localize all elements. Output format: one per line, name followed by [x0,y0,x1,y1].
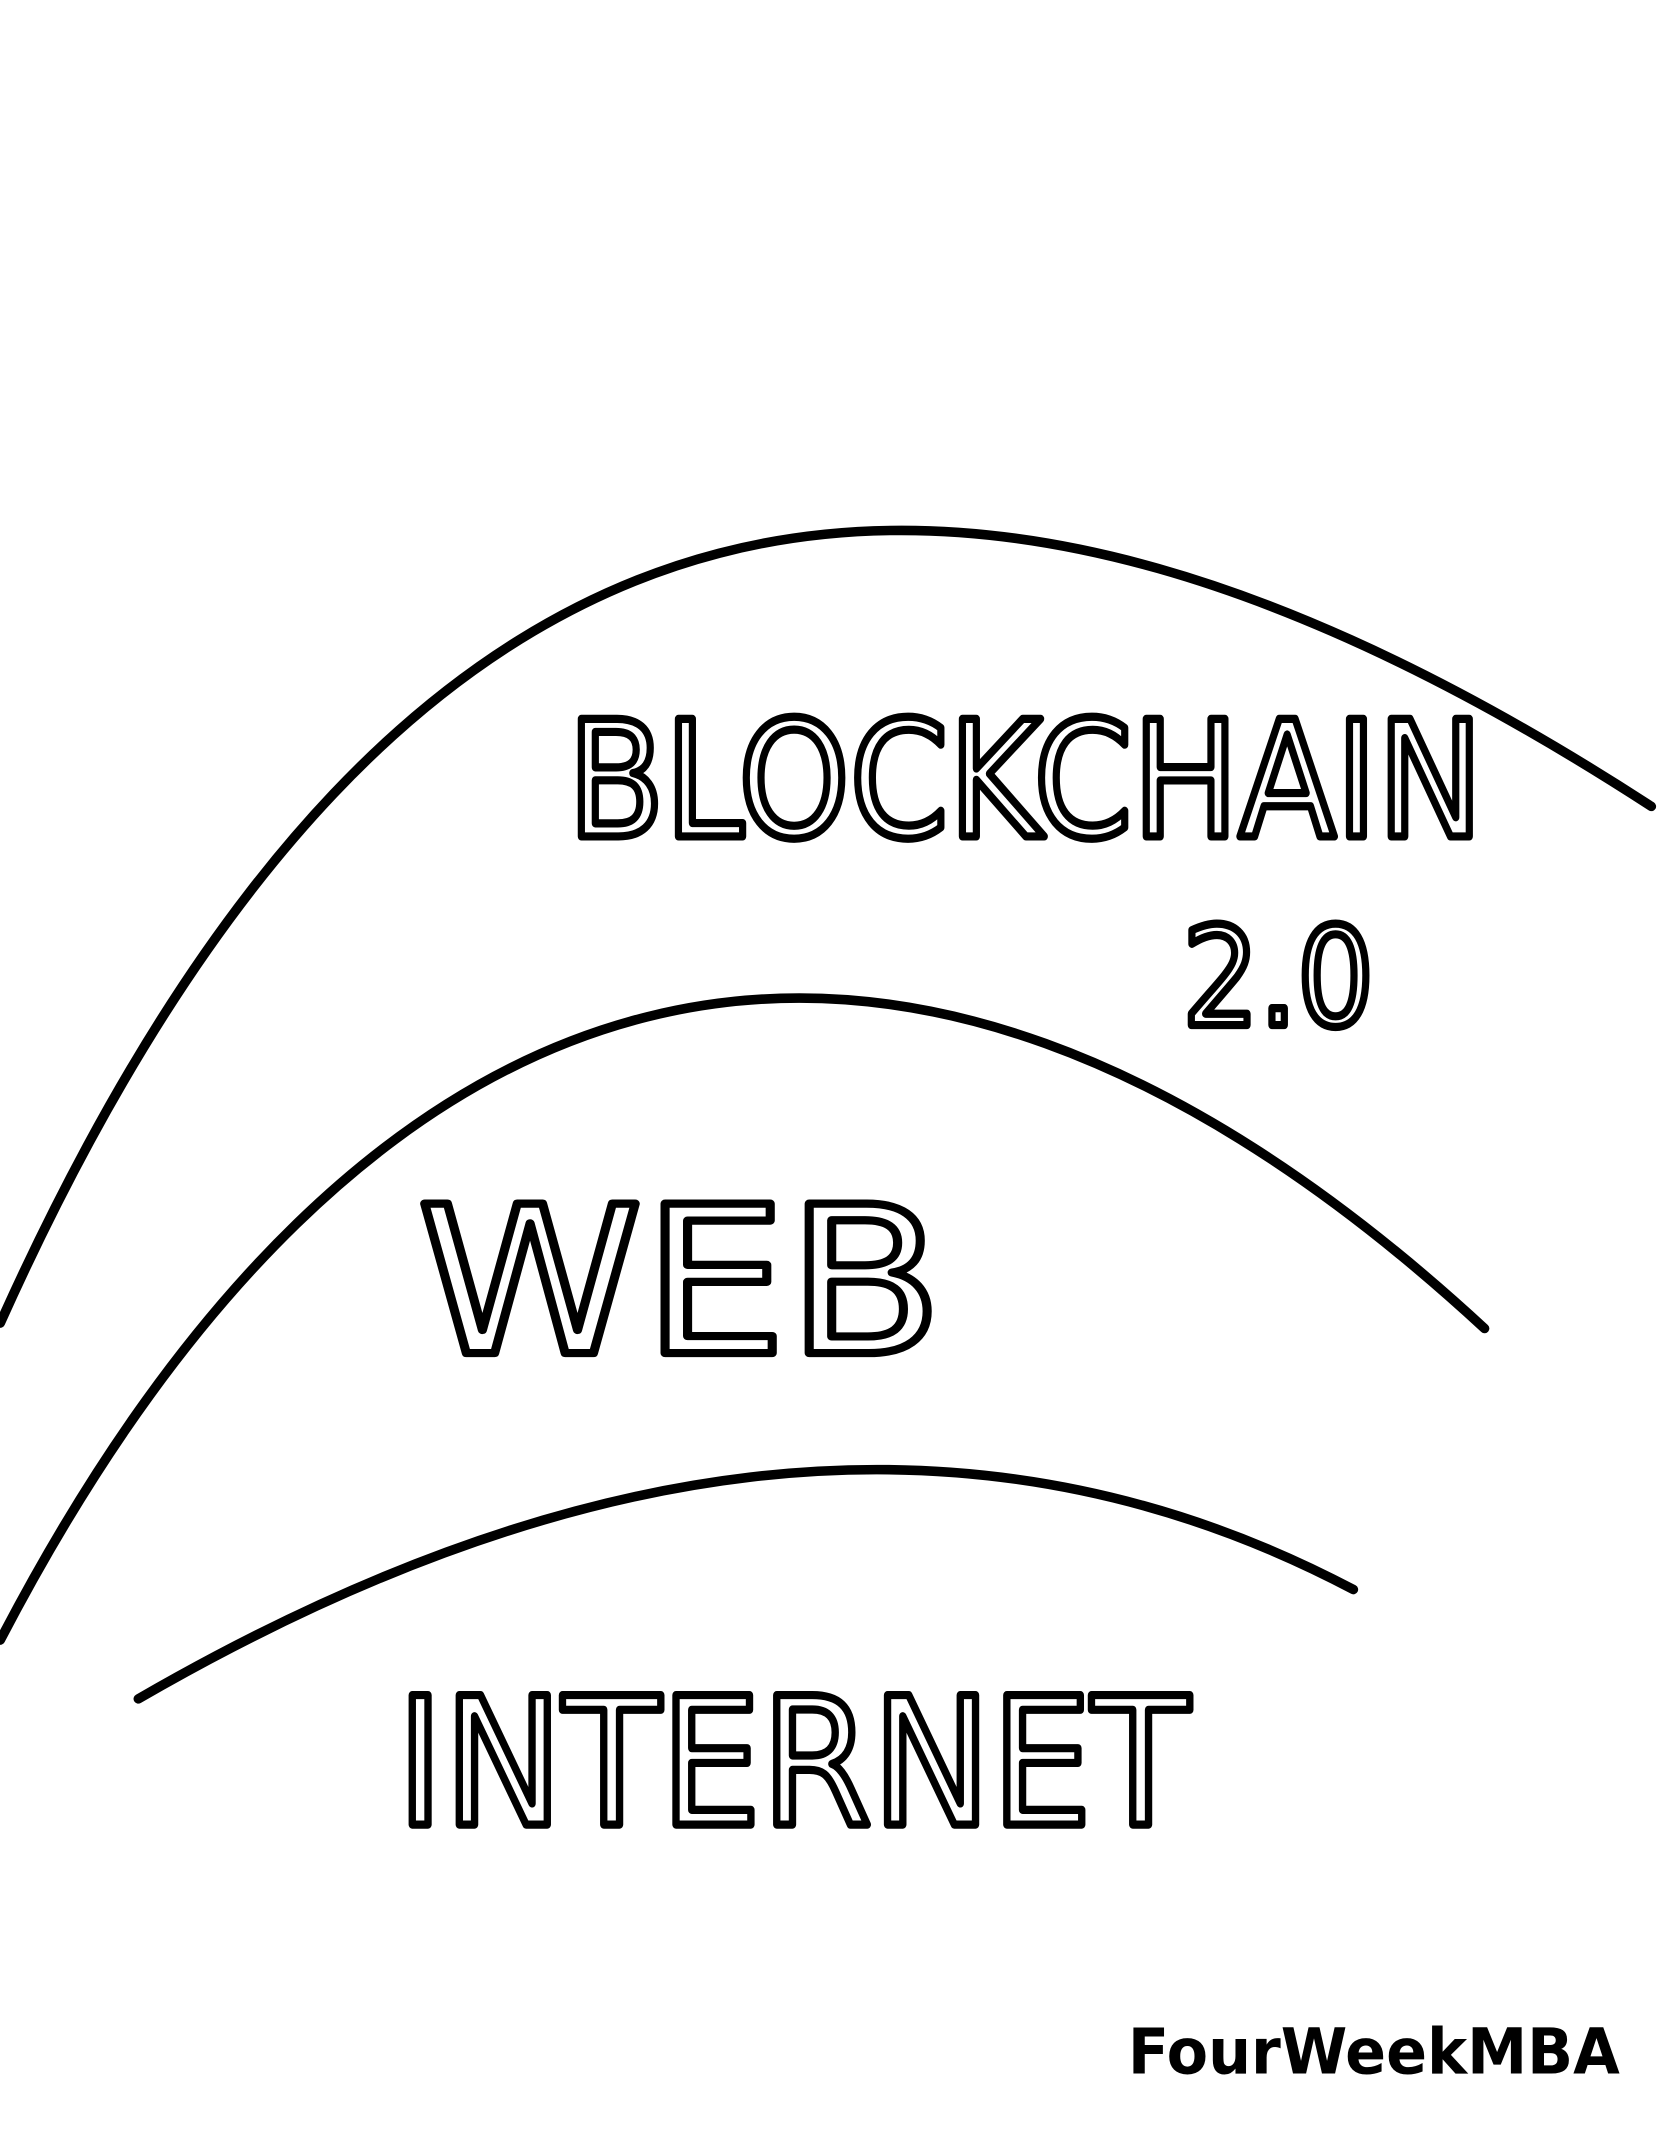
blockchain-arc [0,525,1657,1328]
blockchain-label: BLOCKCHAIN [567,687,1483,875]
web-label: WEB [417,1164,943,1402]
internet-arc [133,1464,1359,1704]
brand-logo: FourWeekMBA [1128,2015,1620,2088]
web-arc [0,993,1490,1645]
internet-label: INTERNET [397,1660,1191,1867]
blockchain-version-label: 2.0 [1183,899,1374,1058]
